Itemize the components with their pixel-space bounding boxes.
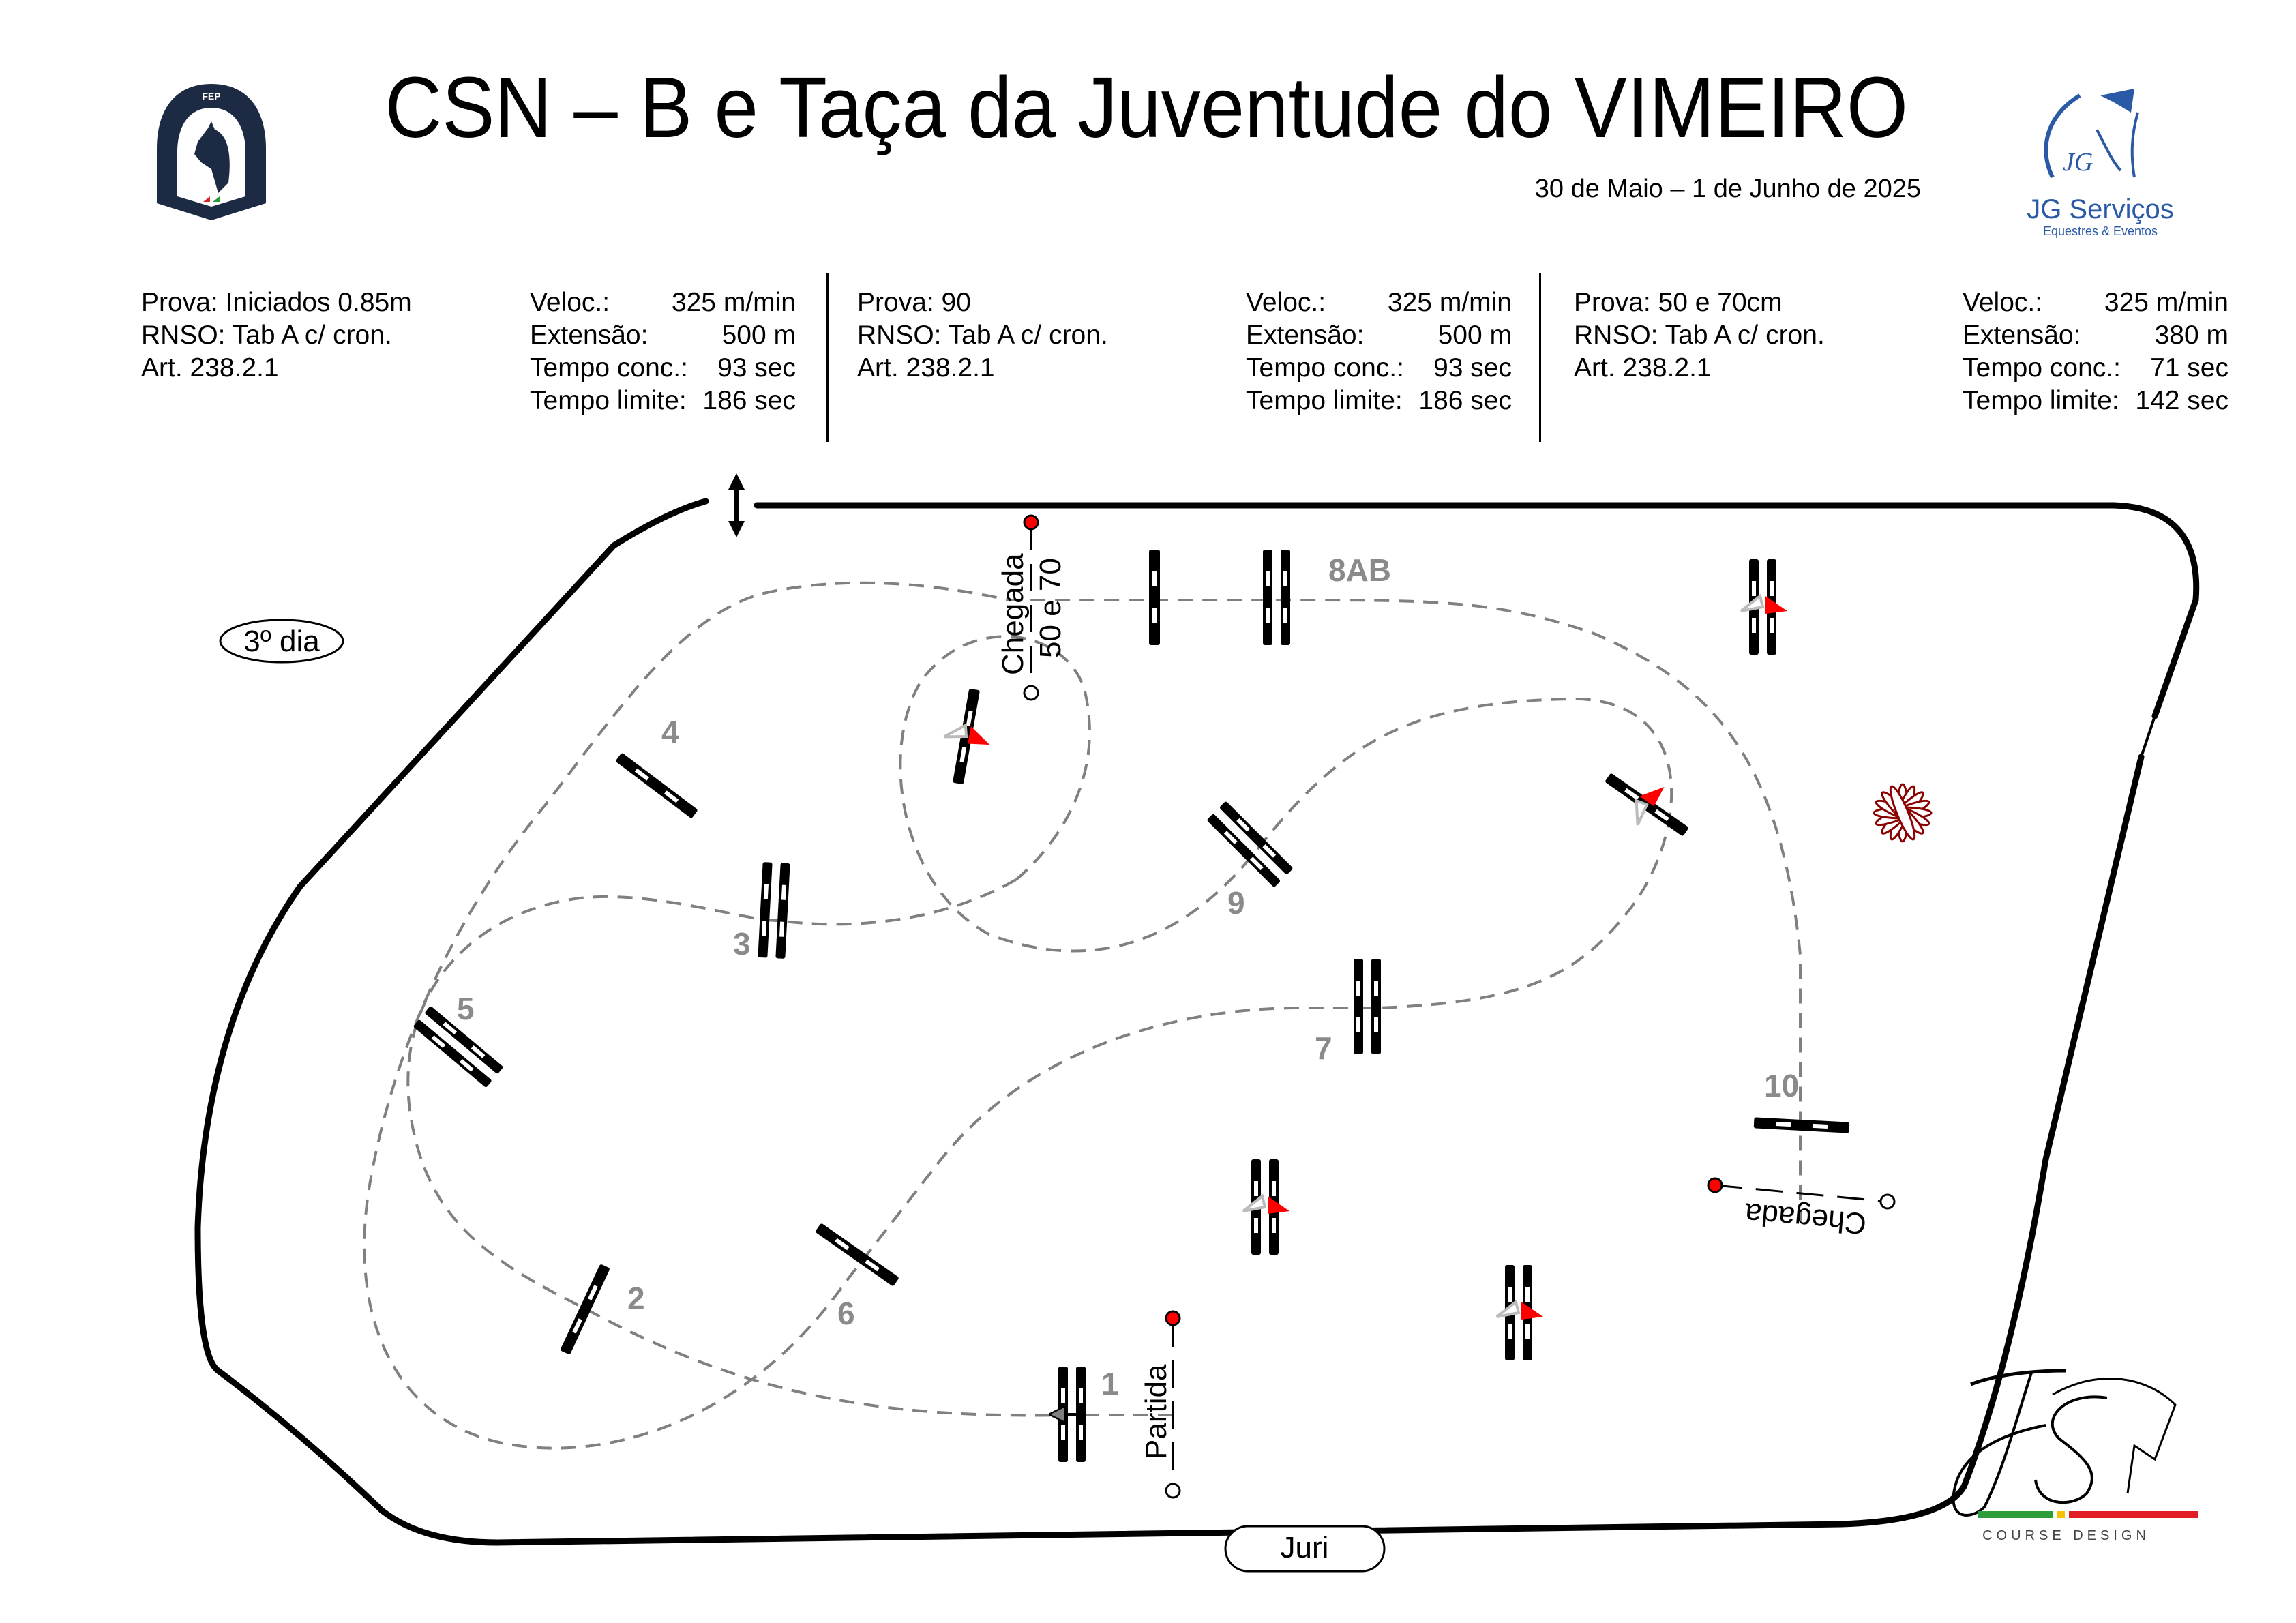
stat-value: 500 m — [721, 321, 796, 350]
class-prova: Prova: 90 — [857, 288, 971, 317]
stat-value: 93 sec — [1433, 353, 1512, 383]
stat-label: Tempo limite: — [530, 386, 687, 415]
fence-number: 2 — [627, 1281, 645, 1316]
fence-number: 8AB — [1328, 552, 1391, 588]
spare-fence — [1495, 1265, 1545, 1360]
day-badge: 3º dia — [219, 619, 344, 664]
jg-subtitle: Equestres & Eventos — [2042, 224, 2158, 238]
stat-value: 325 m/min — [1387, 288, 1512, 317]
class-rnso: RNSO: Tab A c/ cron. — [857, 321, 1108, 350]
arena-outline — [194, 498, 2200, 1546]
js-monogram-icon — [1952, 1369, 2198, 1518]
jg-horse-icon: JG — [2044, 89, 2139, 179]
stat-label: Tempo conc.: — [1246, 353, 1404, 383]
fence-8a — [1149, 550, 1160, 645]
js-tagline: COURSE DESIGN — [1982, 1528, 2150, 1543]
stat-label: Veloc.: — [530, 288, 610, 317]
stat-label: Veloc.: — [1963, 288, 2043, 317]
class-art: Art. 238.2.1 — [857, 353, 995, 383]
course-path — [363, 581, 1802, 1450]
judge-box: Juri — [1224, 1525, 1386, 1573]
finish-50-70-sub: 50 e 70 — [1034, 558, 1067, 658]
fence-number: 6 — [837, 1296, 855, 1331]
stat-label: Tempo limite: — [1246, 386, 1403, 415]
stat-label: Extensão: — [1963, 321, 2081, 350]
fence-9 — [1206, 801, 1294, 888]
stat-label: Tempo conc.: — [1963, 353, 2121, 383]
fence-number: 7 — [1315, 1030, 1332, 1066]
spare-fence — [1242, 1159, 1291, 1255]
fence-number: 9 — [1227, 885, 1245, 921]
day-badge-text: 3º dia — [243, 625, 320, 658]
fence-number: 1 — [1101, 1366, 1119, 1401]
finish-50-70-label: Chegada — [996, 553, 1030, 675]
divider — [826, 273, 829, 442]
fence-8b — [1263, 550, 1290, 645]
fence-number: 5 — [457, 991, 475, 1026]
js-logo: COURSE DESIGN — [1930, 1357, 2203, 1555]
class-art: Art. 238.2.1 — [141, 353, 279, 383]
stat-value: 186 sec — [702, 386, 796, 415]
page-title: CSN – B e Taça da Juventude do VIMEIRO — [385, 59, 1909, 155]
stat-value: 325 m/min — [2104, 288, 2228, 317]
jg-name: JG Serviços — [2027, 194, 2174, 224]
fence-3 — [758, 862, 790, 959]
stat-label: Tempo limite: — [1963, 386, 2119, 415]
class-art: Art. 238.2.1 — [1574, 353, 1712, 383]
fence-1 — [1057, 1367, 1086, 1462]
stat-label: Tempo conc.: — [530, 353, 688, 383]
event-date: 30 de Maio – 1 de Junho de 2025 — [1534, 175, 1921, 203]
stat-value: 325 m/min — [671, 288, 796, 317]
stat-value: 186 sec — [1418, 386, 1512, 415]
fence-6 — [815, 1223, 899, 1287]
stat-value: 380 m — [2154, 321, 2228, 350]
class-rnso: RNSO: Tab A c/ cron. — [1574, 321, 1825, 350]
double-arrow-icon — [728, 473, 745, 537]
finish-label: Chegada — [1743, 1196, 1868, 1240]
start-label: Partida — [1139, 1364, 1173, 1459]
fep-logo-text: FEP — [202, 91, 220, 102]
fence-4 — [615, 752, 698, 819]
stat-label: Extensão: — [1246, 321, 1365, 350]
class-prova: Prova: Iniciados 0.85m — [141, 288, 412, 317]
class-rnso: RNSO: Tab A c/ cron. — [141, 321, 392, 350]
jg-logo: JG JG Serviços Equestres & Eventos — [2012, 75, 2189, 239]
spare-fence — [1605, 773, 1689, 837]
stat-label: Veloc.: — [1246, 288, 1326, 317]
stat-label: Extensão: — [530, 321, 648, 350]
compass-rose-icon — [1873, 783, 1933, 843]
fence-2 — [560, 1264, 610, 1355]
spare-fence — [1740, 559, 1789, 655]
divider — [1539, 273, 1541, 442]
fence-number: 10 — [1764, 1068, 1799, 1103]
stat-value: 71 sec — [2150, 353, 2228, 383]
stat-value: 142 sec — [2135, 386, 2228, 415]
stat-value: 93 sec — [717, 353, 796, 383]
jg-monogram: JG — [2063, 148, 2093, 177]
finish-line-50-70: Chegada 50 e 70 — [996, 514, 1067, 701]
stat-value: 500 m — [1437, 321, 1512, 350]
spare-fence — [942, 688, 994, 785]
fence-number: 3 — [733, 926, 751, 962]
fence-number: 4 — [661, 715, 679, 750]
judge-box-text: Juri — [1281, 1531, 1329, 1564]
start-line: Partida — [1139, 1310, 1181, 1499]
fep-logo: FEP — [157, 84, 266, 220]
class-prova: Prova: 50 e 70cm — [1574, 288, 1783, 317]
